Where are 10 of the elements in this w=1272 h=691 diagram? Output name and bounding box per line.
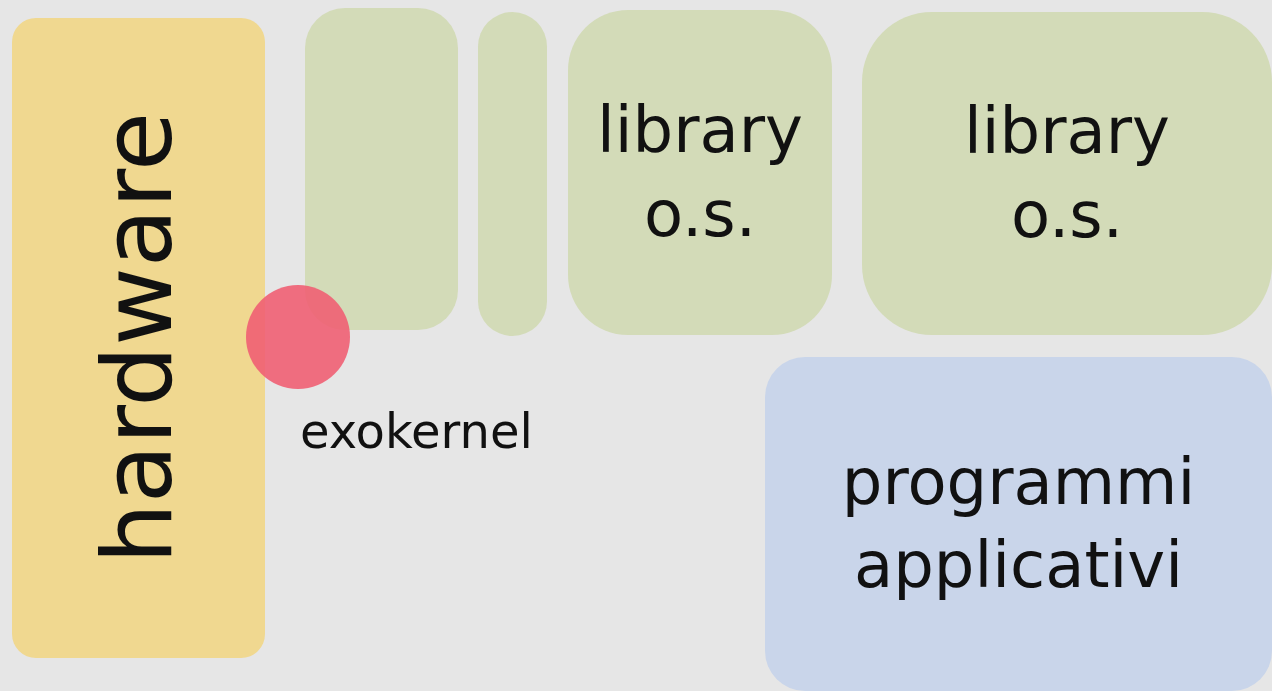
layer-label: library o.s. — [963, 93, 1171, 254]
layer-label: programmi applicativi — [840, 443, 1197, 604]
empty-block — [305, 8, 458, 330]
layer-block — [765, 357, 1272, 691]
layer-block — [12, 18, 265, 658]
layer-block — [568, 10, 832, 335]
layer-label: library o.s. — [596, 92, 804, 253]
layer-label: hardware — [90, 111, 187, 565]
layer-block — [862, 12, 1272, 335]
kernel-label: exokernel — [300, 407, 533, 455]
